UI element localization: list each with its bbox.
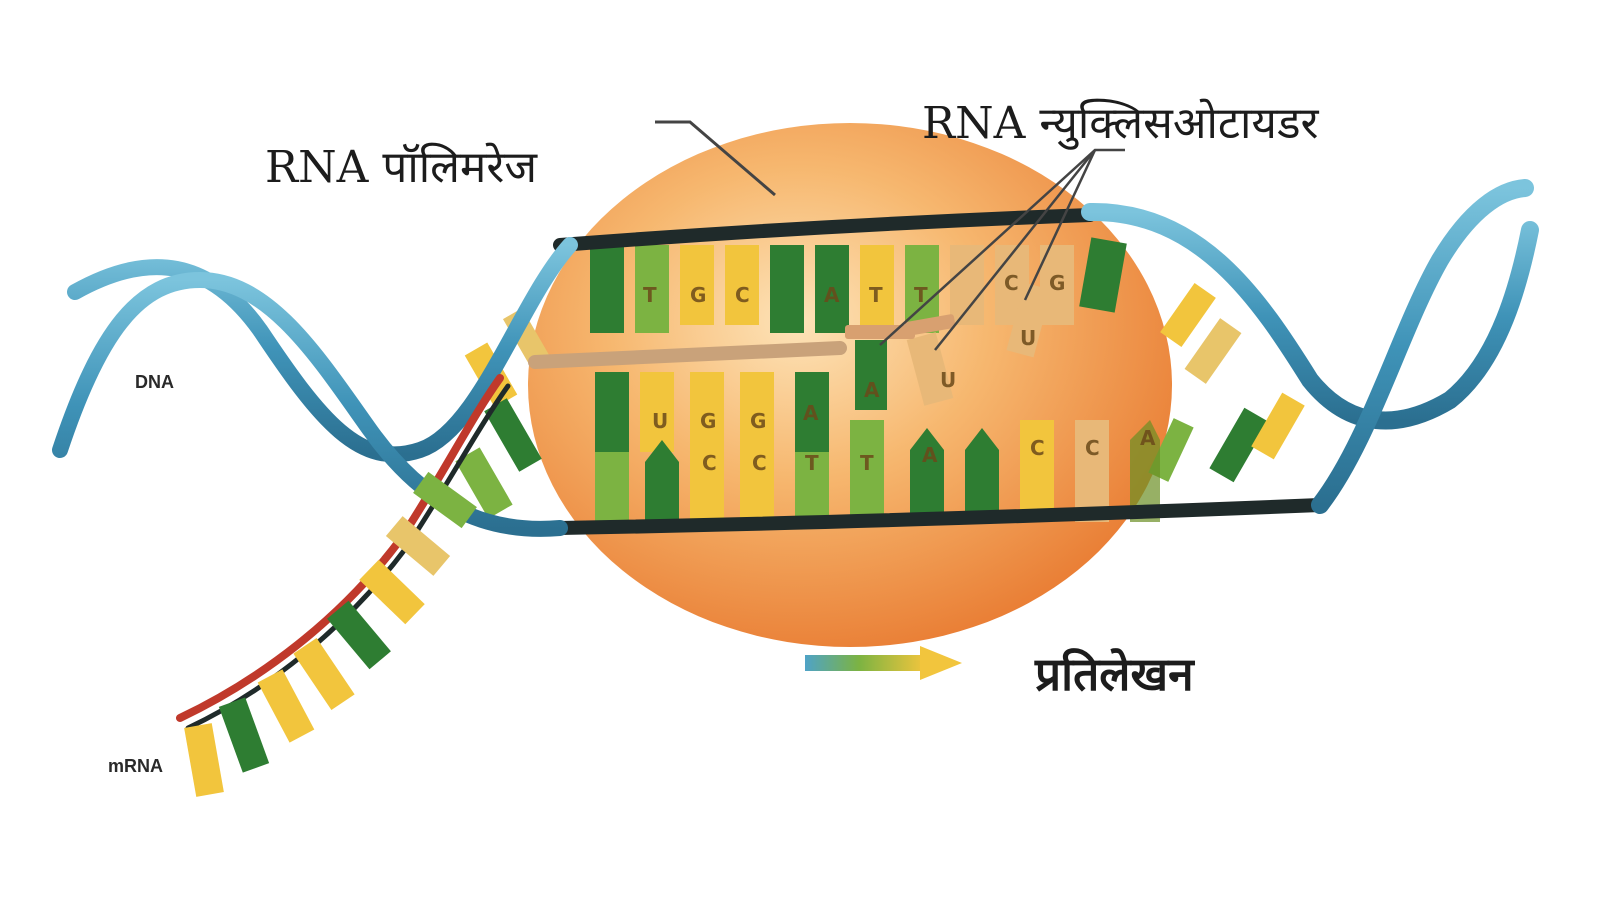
upper-base-4: A (824, 283, 840, 307)
template-base-8: C (1085, 436, 1100, 460)
upper-base-6: T (914, 283, 928, 307)
mrna-label: mRNA (108, 756, 163, 776)
rna-base-3: G (750, 409, 766, 433)
template-base-5: T (860, 451, 874, 475)
rna-strand-bases (595, 372, 829, 452)
dna-strand-4 (1311, 179, 1534, 514)
rna-base-1: U (652, 409, 668, 433)
template-base-7: C (1030, 436, 1045, 460)
mrna-backbone (176, 374, 504, 722)
template-base-9: A (1140, 426, 1156, 450)
rna-base-5: A (803, 401, 819, 425)
rna-polymerase-label: RNA पॉलिमरेज (265, 142, 538, 193)
template-base-1: C (702, 451, 717, 475)
transcription-label: प्रतिलेखन (1034, 647, 1195, 701)
free-base-U1: U (940, 368, 956, 392)
upper-rail (553, 208, 1097, 252)
rna-nucleotides-label: RNA न्युक्लिसओटायडर (922, 98, 1319, 150)
polymerase-leader-line (655, 120, 776, 197)
upper-strand-bases (590, 237, 1127, 333)
rna-base-2: G (700, 409, 716, 433)
nucleotide-leader-line-2 (934, 149, 1096, 351)
free-base-U2: U (1020, 326, 1036, 350)
upper-base-1: T (643, 283, 657, 307)
mrna-backbone-shadow (185, 383, 511, 731)
nucleotide-leader-line-3 (1023, 149, 1097, 301)
upper-base-5: T (869, 283, 883, 307)
upper-base-7: C (1004, 271, 1019, 295)
lower-rail (553, 498, 1327, 535)
dna-label: DNA (135, 372, 174, 392)
upper-base-3: C (735, 283, 750, 307)
upper-base-2: G (690, 283, 706, 307)
right-outer-bases (1148, 282, 1305, 483)
template-base-6: A (922, 443, 938, 467)
mrna-bases (184, 471, 477, 797)
free-base-A: A (864, 378, 880, 402)
free-nucleotides (845, 282, 1052, 410)
dna-strand-1 (67, 237, 578, 463)
upper-base-8: G (1049, 271, 1065, 295)
template-strand-bases (595, 420, 1160, 522)
right-arrow-icon (805, 646, 962, 680)
rna-backbone (528, 341, 847, 369)
template-base-4: T (805, 451, 819, 475)
template-base-2: C (752, 451, 767, 475)
